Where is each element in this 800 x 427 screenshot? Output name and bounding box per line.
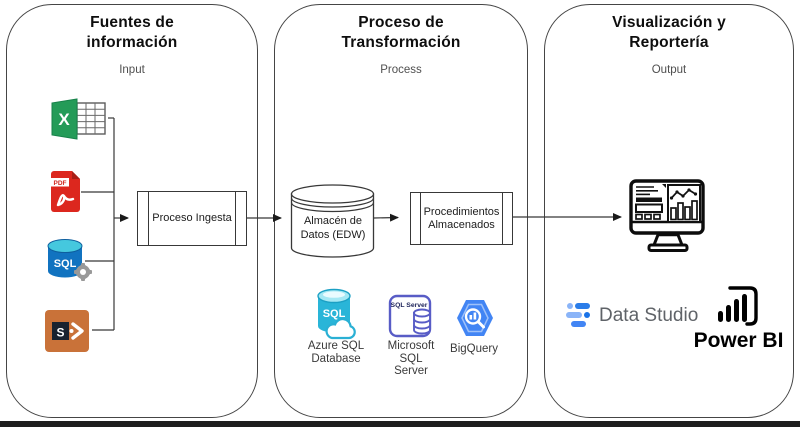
sql-database-icon: SQL xyxy=(47,239,92,281)
tech-label-line: Database xyxy=(311,352,361,365)
excel-icon: X xyxy=(51,98,106,140)
section-process-title: Proceso de Transformación xyxy=(274,13,528,53)
stored-procedures-line: Almacenados xyxy=(428,218,495,231)
process-inner-line xyxy=(148,192,149,245)
bottom-bar xyxy=(0,421,800,427)
svg-text:SQL Server: SQL Server xyxy=(391,302,428,309)
tech-label-line: Microsoft SQL xyxy=(387,340,435,365)
edw-label-line: Almacén de xyxy=(303,215,363,227)
dashboard-monitor-icon xyxy=(629,179,705,252)
bigquery-label: BigQuery xyxy=(434,343,514,356)
title-line: Transformación xyxy=(341,34,461,51)
azure-sql-database-icon: SQL xyxy=(317,288,356,340)
process-inner-line xyxy=(420,193,421,244)
stored-procedures-line: Procedimientos xyxy=(423,205,500,218)
tech-label-line: BigQuery xyxy=(450,343,498,355)
section-process-subtitle: Process xyxy=(380,64,422,76)
sql-server-label: Microsoft SQL Server xyxy=(375,340,447,378)
section-sources-subtitle: Input xyxy=(119,64,145,76)
edw-label: Almacén de Datos (EDW) xyxy=(291,215,375,242)
svg-text:S: S xyxy=(56,326,64,340)
data-studio-icon xyxy=(566,303,590,327)
azure-sql-label: Azure SQL Database xyxy=(296,340,376,365)
data-studio-label: Data Studio xyxy=(599,305,699,326)
magnifier-icon xyxy=(464,308,482,325)
section-sources-title: Fuentes de información xyxy=(6,13,258,53)
svg-text:SQL: SQL xyxy=(323,308,346,320)
title-line: Fuentes de xyxy=(90,14,174,31)
svg-text:X: X xyxy=(58,110,70,129)
svg-text:PDF: PDF xyxy=(54,180,67,187)
svg-text:SQL: SQL xyxy=(54,258,77,270)
section-output-subtitle: Output xyxy=(651,64,687,76)
title-line: información xyxy=(86,34,178,51)
power-bi-label: Power BI xyxy=(693,329,784,352)
section-output-title: Visualización y Reportería xyxy=(544,13,794,53)
tech-label-line: Server xyxy=(394,365,428,377)
gear-icon xyxy=(74,263,92,281)
stored-procedures-label: Procedimientos Almacenados xyxy=(424,206,500,232)
title-line: Visualización y xyxy=(612,14,726,31)
cloud-icon xyxy=(325,318,356,340)
sql-server-icon: SQL Server xyxy=(388,294,432,338)
power-bi-icon xyxy=(718,286,758,326)
tech-label-line: Azure SQL xyxy=(307,340,365,352)
sharepoint-icon: S xyxy=(45,310,89,352)
process-inner-line xyxy=(502,193,503,244)
stored-procedures-box: Procedimientos Almacenados xyxy=(410,192,513,245)
edw-label-line: Datos (EDW) xyxy=(300,228,366,241)
pdf-icon: PDF xyxy=(51,171,80,212)
title-line: Proceso de xyxy=(358,14,444,31)
title-line: Reportería xyxy=(629,34,709,51)
ingest-process-box: Proceso Ingesta xyxy=(137,191,247,246)
bigquery-icon xyxy=(457,300,493,336)
edw-cylinder xyxy=(290,184,375,258)
ingest-label: Proceso Ingesta xyxy=(152,212,232,224)
process-inner-line xyxy=(235,192,236,245)
